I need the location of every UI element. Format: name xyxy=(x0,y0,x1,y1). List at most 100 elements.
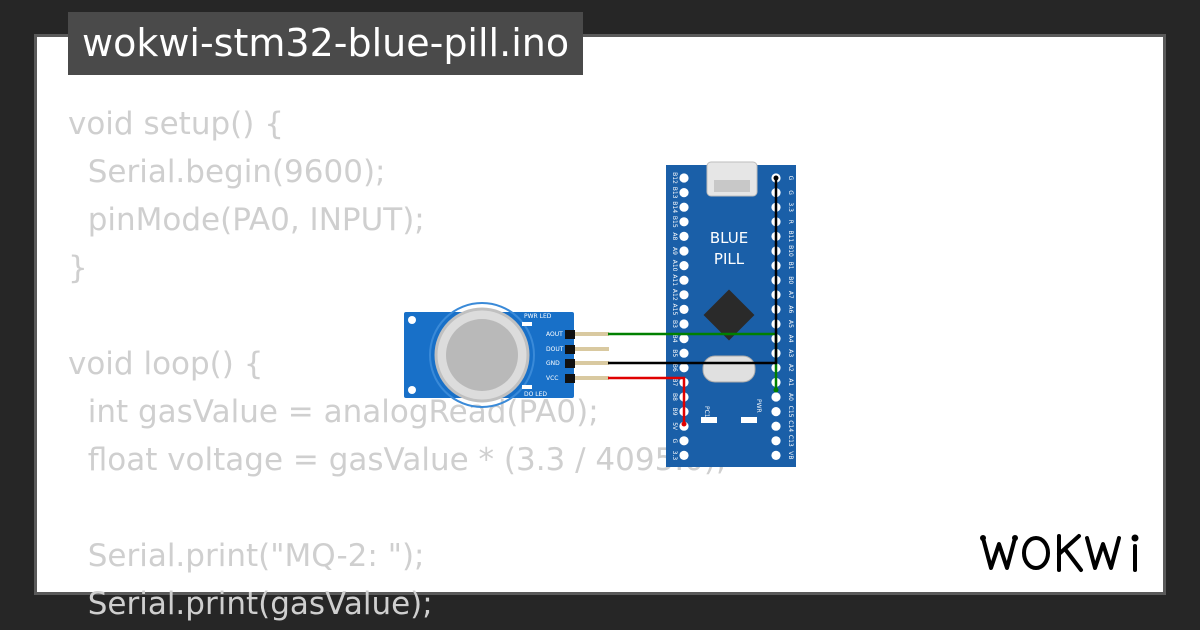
pc13-led xyxy=(701,417,717,423)
pin-hole xyxy=(679,202,689,212)
wokwi-logo xyxy=(980,534,1139,572)
pin-hole xyxy=(679,436,689,446)
board-pin-label: C13 xyxy=(787,435,794,447)
board-pin-label: A3 xyxy=(787,349,794,357)
board-pin-a10[interactable]: A10 xyxy=(671,260,689,272)
board-pin-g[interactable]: G xyxy=(671,436,689,446)
board-pin-c13[interactable]: C13 xyxy=(771,435,794,447)
board-pin-label: A12 xyxy=(671,289,678,301)
board-pin-label: R xyxy=(787,220,794,224)
board-pin-label: B10 xyxy=(787,245,794,257)
pin-hole xyxy=(679,188,689,198)
board-pin-b4[interactable]: B4 xyxy=(671,334,689,344)
board-pin-b3[interactable]: B3 xyxy=(671,319,689,329)
board-pin-c15[interactable]: C15 xyxy=(771,406,794,418)
board-pin-label: B11 xyxy=(787,231,794,243)
board-pin-a0[interactable]: A0 xyxy=(771,392,794,402)
board-pin-a8[interactable]: A8 xyxy=(671,231,689,241)
pin-hole xyxy=(771,407,781,417)
board-pin-label: B3 xyxy=(671,320,678,328)
board-pin-label: B8 xyxy=(671,393,678,401)
board-pin-label: 5V xyxy=(671,422,678,431)
board-pin-label: B12 xyxy=(671,172,678,184)
code-line: Serial.print(gasValue); xyxy=(68,586,433,622)
board-pin-label: G xyxy=(787,190,794,195)
mcu-chip xyxy=(703,289,755,341)
sensor-pin-vcc[interactable]: VCC xyxy=(546,374,609,383)
data-led xyxy=(522,385,532,389)
code-line: void setup() { xyxy=(68,106,284,142)
board-pin-label: 3.3 xyxy=(787,202,794,212)
board-pin-label: 3.3 xyxy=(671,451,678,461)
pwr-led xyxy=(741,417,757,423)
wire-endpoint xyxy=(773,387,779,393)
pin-lead xyxy=(575,361,609,365)
code-preview: void setup() { Serial.begin(9600); pinMo… xyxy=(68,100,726,628)
board-pin-label: A4 xyxy=(787,335,794,343)
wires[interactable] xyxy=(608,175,779,427)
sensor-pin-label: GND xyxy=(546,360,560,367)
mount-hole xyxy=(408,386,416,394)
board-pin-a11[interactable]: A11 xyxy=(671,274,689,286)
board-pin-a9[interactable]: A9 xyxy=(671,246,689,256)
board-pin-label: A0 xyxy=(787,393,794,401)
pin-lead xyxy=(575,376,609,380)
power-led xyxy=(522,322,532,326)
board-pin-a15[interactable]: A15 xyxy=(671,304,689,316)
board-pin-a12[interactable]: A12 xyxy=(671,289,689,301)
pin-hole xyxy=(679,231,689,241)
pin-hole xyxy=(771,392,781,402)
board-pin-label: A9 xyxy=(671,247,678,255)
board-pin-b6[interactable]: B6 xyxy=(671,363,689,373)
board-pin-label: A10 xyxy=(671,260,678,272)
wire-vcc-5v[interactable] xyxy=(608,376,686,424)
pin-header xyxy=(565,330,575,339)
board-pin-b5[interactable]: B5 xyxy=(671,348,689,358)
preview-card xyxy=(34,34,1166,595)
board-pin-label: A2 xyxy=(787,364,794,372)
code-line: float voltage = gasValue * (3.3 / 4095.0… xyxy=(68,442,727,478)
sensor-pin-label: DOUT xyxy=(546,346,564,353)
board-pin-33[interactable]: 3.3 xyxy=(671,451,689,461)
board-pin-label: B14 xyxy=(671,201,678,213)
sensor-ring xyxy=(429,302,535,408)
sensor-pin-label: AOUT xyxy=(546,331,563,338)
code-line: void loop() { xyxy=(68,346,264,382)
wire-gnd-g[interactable] xyxy=(608,178,778,365)
board-pin-label: A8 xyxy=(671,232,678,240)
code-line: int gasValue = analogRead(PA0); xyxy=(68,394,599,430)
sensor-pin-aout[interactable]: AOUT xyxy=(546,330,609,339)
pin-hole xyxy=(679,261,689,271)
mount-hole xyxy=(408,316,416,324)
board-pin-label: B9 xyxy=(671,408,678,416)
code-line: Serial.print("MQ-2: "); xyxy=(68,538,425,574)
board-pin-label: A11 xyxy=(671,274,678,286)
board-pin-c14[interactable]: C14 xyxy=(771,420,794,432)
sensor-mesh xyxy=(446,319,518,391)
sensor-pin-dout[interactable]: DOUT xyxy=(546,345,609,354)
wire-endpoint xyxy=(681,421,687,427)
board-pin-b15[interactable]: B15 xyxy=(671,216,689,228)
board-pin-label: B4 xyxy=(671,335,678,343)
code-line: pinMode(PA0, INPUT); xyxy=(68,202,425,238)
board-pin-label: A1 xyxy=(787,378,794,386)
pin-hole xyxy=(679,334,689,344)
pin-hole xyxy=(679,217,689,227)
board-pin-b14[interactable]: B14 xyxy=(671,201,689,213)
board-pin-label: B5 xyxy=(671,349,678,357)
sensor-pin-gnd[interactable]: GND xyxy=(546,359,609,368)
pin-hole xyxy=(679,450,689,460)
code-line: } xyxy=(68,250,88,286)
pin-header xyxy=(565,345,575,354)
sensor-pin-label: VCC xyxy=(546,375,558,382)
pin-hole xyxy=(771,450,781,460)
board-pin-vb[interactable]: VB xyxy=(771,450,794,460)
board-pin-b12[interactable]: B12 xyxy=(671,172,689,184)
code-line: Serial.begin(9600); xyxy=(68,154,386,190)
blue-pill-board[interactable]: BLUE PILL PC13 PWR B12B13B14B15A8A9A10A1… xyxy=(666,161,796,467)
pin-hole xyxy=(771,421,781,431)
power-led-label: PWR LED xyxy=(524,313,552,320)
board-pin-label: G xyxy=(787,176,794,181)
board-pin-b13[interactable]: B13 xyxy=(671,187,689,199)
